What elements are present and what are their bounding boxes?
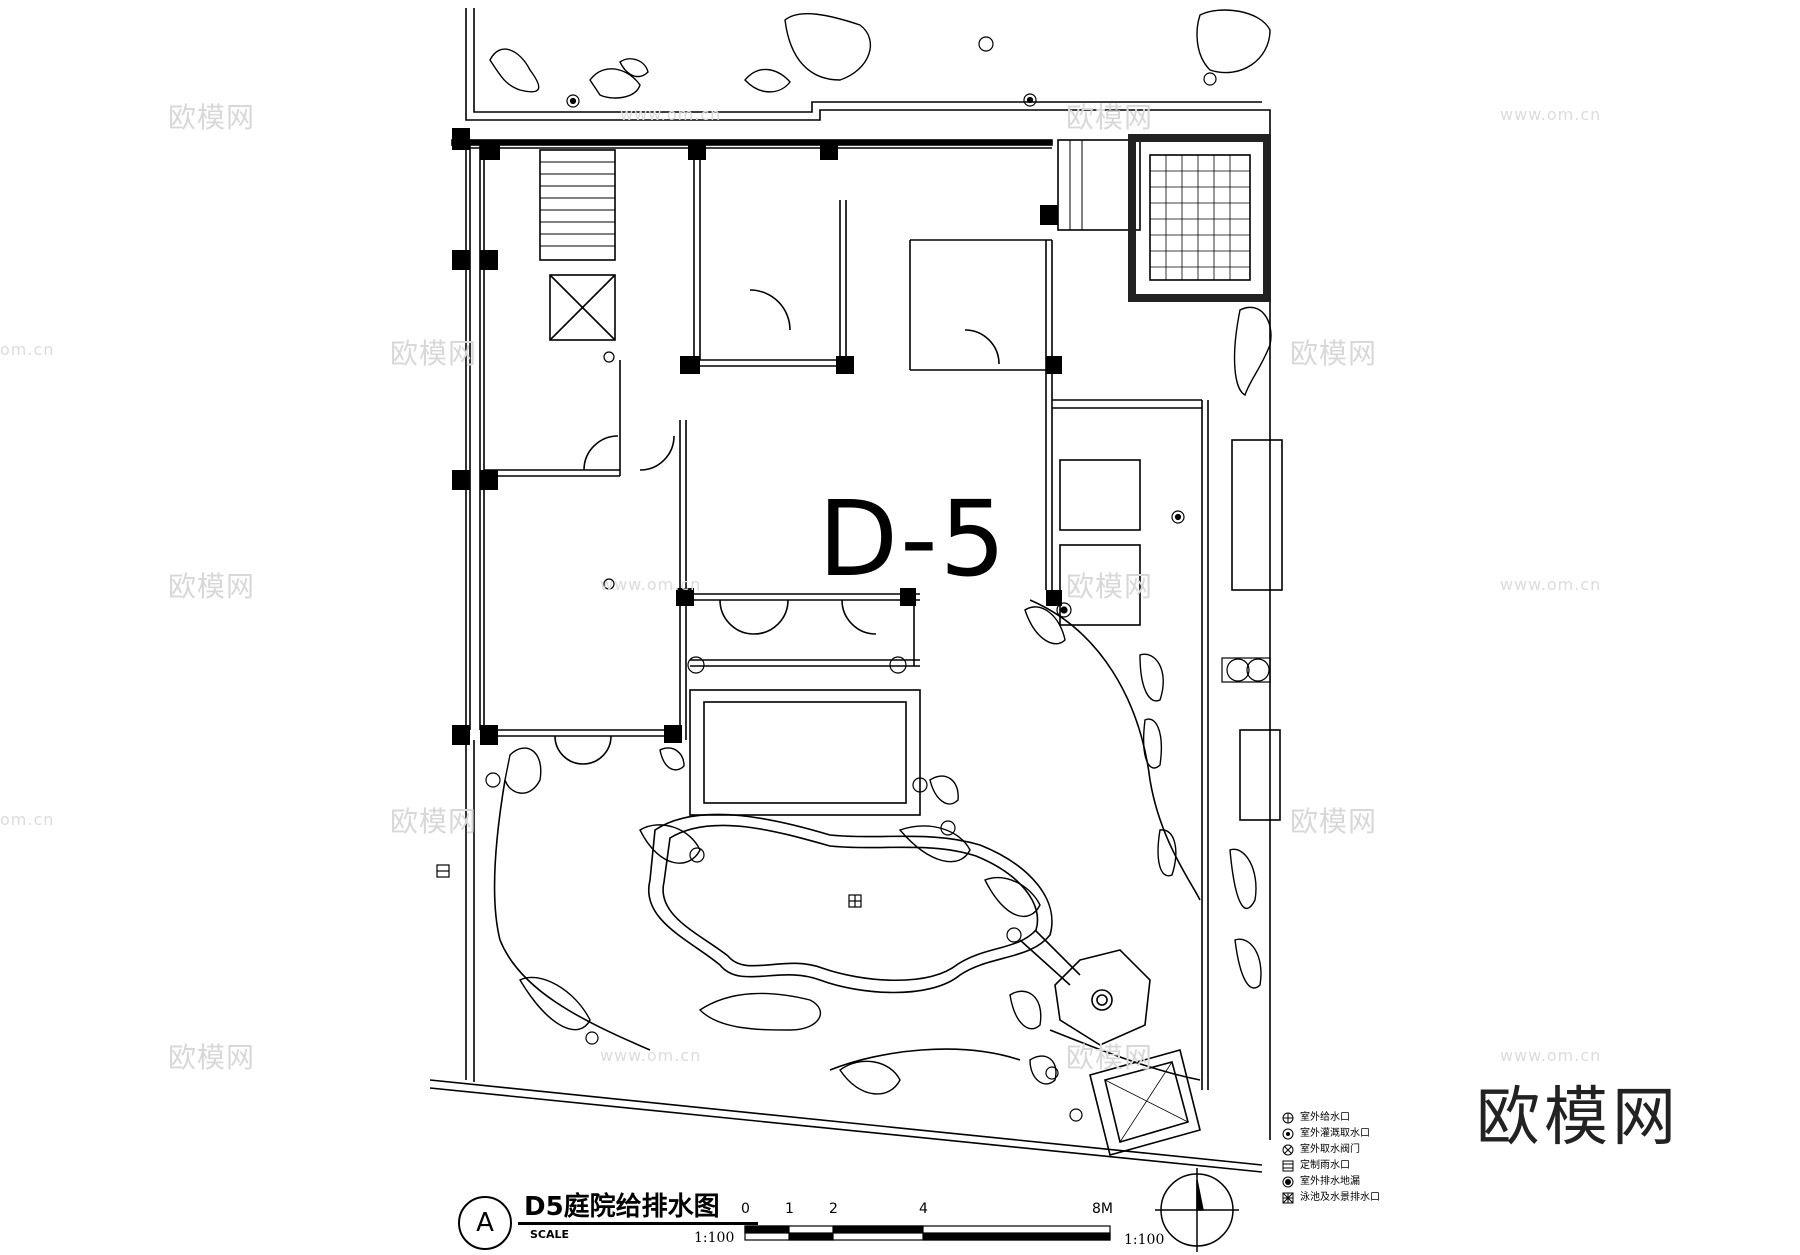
rain-outlet-icon xyxy=(1282,1160,1294,1172)
watermark-brand: 欧模网 xyxy=(1066,570,1154,603)
watermark-url: om.cn xyxy=(0,340,55,359)
garden-path xyxy=(493,779,651,1051)
legend-label: 室外排水地漏 xyxy=(1300,1176,1360,1187)
building-outline xyxy=(451,139,1053,146)
pool xyxy=(689,689,921,816)
legend-item: 室外排水地漏 xyxy=(1282,1174,1432,1190)
legend-label: 室外取水阀门 xyxy=(1300,1144,1360,1155)
legend-label: 定制雨水口 xyxy=(1300,1160,1350,1171)
legend-item: 定制雨水口 xyxy=(1282,1158,1432,1174)
legend-label: 室外灌溉取水口 xyxy=(1300,1128,1370,1139)
legend-item: 室外取水阀门 xyxy=(1282,1142,1432,1158)
watermark-url: om.cn xyxy=(0,810,55,829)
title-scale: 1:100 xyxy=(694,1230,735,1246)
watermark-brand: 欧模网 xyxy=(390,805,478,838)
legend-item: 泳池及水景排水口 xyxy=(1282,1190,1432,1206)
irrigation-outlet-icon xyxy=(1282,1128,1294,1140)
title-underline xyxy=(518,1222,758,1225)
legend-item: 室外给水口 xyxy=(1282,1110,1432,1126)
title-marker: A xyxy=(458,1196,512,1250)
watermark-url: www.om.cn xyxy=(1500,105,1602,124)
scale-tick: 8M xyxy=(1092,1201,1113,1217)
water-valve-icon xyxy=(1282,1144,1294,1156)
scale-tick: 4 xyxy=(919,1201,928,1217)
koi-pond xyxy=(647,813,1053,994)
watermark-url: www.om.cn xyxy=(600,575,702,594)
scale-ratio: 1:100 xyxy=(1124,1232,1165,1248)
legend-label: 泳池及水景排水口 xyxy=(1300,1192,1380,1203)
scale-tick: 2 xyxy=(829,1201,838,1217)
legend-item: 室外灌溉取水口 xyxy=(1282,1126,1432,1142)
watermark-brand: 欧模网 xyxy=(168,1041,256,1074)
drawing-title-block: A D5庭院给排水图 SCALE 1:100 xyxy=(458,1180,758,1250)
watermark-url: www.om.cn xyxy=(1500,575,1602,594)
watermark-brand: 欧模网 xyxy=(168,570,256,603)
floor-drain-icon xyxy=(1282,1176,1294,1188)
shrub-cluster xyxy=(489,48,540,93)
scale-tick: 1 xyxy=(785,1201,794,1217)
watermark-url: www.om.cn xyxy=(620,105,722,124)
water-supply-outlet-icon xyxy=(1282,1112,1294,1124)
legend-label: 室外给水口 xyxy=(1300,1112,1350,1123)
hex-gazebo xyxy=(1054,949,1151,1046)
pavilion xyxy=(1128,134,1271,302)
scale-label: SCALE xyxy=(530,1228,570,1241)
watermark-brand: 欧模网 xyxy=(1290,337,1378,370)
scale-tick: 0 xyxy=(741,1201,750,1217)
scale-bar xyxy=(744,1225,1111,1241)
legend: 室外给水口 室外灌溉取水口 室外取水阀门 定制雨水口 室外排水地漏 泳池及水景排… xyxy=(1282,1110,1432,1206)
watermark-brand: 欧模网 xyxy=(1066,101,1154,134)
watermark-brand: 欧模网 xyxy=(1066,1041,1154,1074)
brand-logo: 欧模网 xyxy=(1476,1081,1680,1155)
watermark-url: www.om.cn xyxy=(1500,1046,1602,1065)
watermark-brand: 欧模网 xyxy=(1290,805,1378,838)
watermark-url: www.om.cn xyxy=(600,1046,702,1065)
unit-label: D-5 xyxy=(818,478,1008,600)
pool-drain-icon xyxy=(1282,1192,1294,1204)
watermark-brand: 欧模网 xyxy=(168,101,256,134)
drawing-title: D5庭院给排水图 xyxy=(524,1192,720,1222)
north-compass xyxy=(1155,1168,1239,1252)
watermark-brand: 欧模网 xyxy=(390,337,478,370)
